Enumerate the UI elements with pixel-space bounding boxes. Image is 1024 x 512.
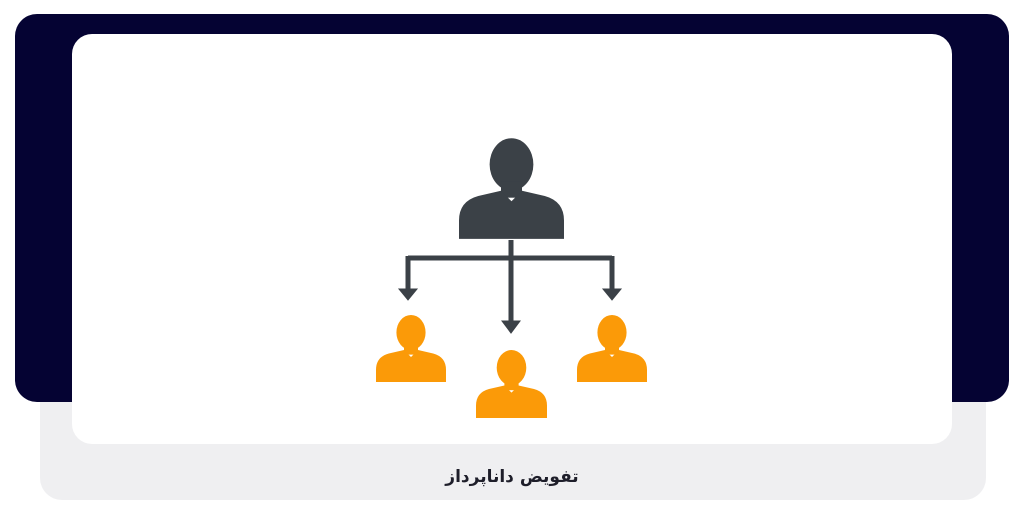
caption-title: تفویض داناپرداز — [445, 467, 579, 487]
subordinate-person-icon — [577, 314, 647, 383]
arrow-down-icon — [397, 288, 419, 301]
subordinate-person-icon — [476, 349, 547, 419]
manager-person-icon — [459, 138, 564, 239]
subordinate-person-icon — [376, 314, 446, 383]
arrow-down-icon — [501, 320, 521, 334]
delegation-arrows — [397, 240, 623, 334]
arrow-down-icon — [601, 288, 623, 301]
